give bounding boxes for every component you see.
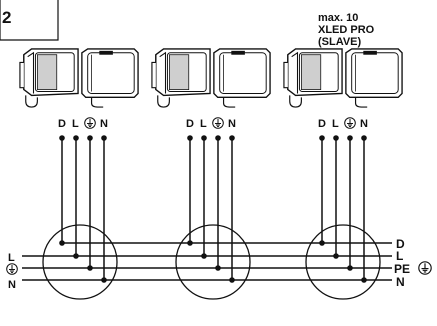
junction-box-3	[305, 224, 381, 300]
junction-box-1	[42, 224, 118, 300]
sensor-master-device	[19, 48, 79, 108]
terminal-label-l: L	[332, 118, 339, 130]
terminal-label-d: D	[58, 118, 66, 130]
earth-ground-icon	[418, 261, 432, 275]
sensor-master-device	[283, 48, 343, 108]
terminal-group-1	[61, 138, 105, 280]
terminal-label-n: N	[360, 118, 368, 130]
earth-ground-icon	[6, 263, 18, 275]
sensor-slave-device	[345, 48, 403, 108]
earth-ground-icon	[212, 117, 224, 129]
terminal-group-2	[189, 138, 233, 280]
figure-number: 2	[2, 8, 11, 27]
bus-label-pe: PE	[394, 262, 410, 276]
bus-label-d: D	[396, 237, 405, 251]
note-line3: (SLAVE)	[318, 36, 362, 48]
junction-boxes	[42, 224, 381, 300]
terminal-label-n: N	[100, 118, 108, 130]
left-label-n: N	[8, 279, 16, 291]
earth-ground-icon	[84, 117, 96, 129]
note-line2: XLED PRO	[318, 24, 375, 36]
left-label-l: L	[8, 252, 15, 264]
terminal-label-l: L	[72, 118, 79, 130]
junction-box-2	[175, 224, 251, 300]
bus-label-l: L	[396, 249, 403, 263]
terminal-label-d: D	[186, 118, 194, 130]
terminal-label-d: D	[318, 118, 326, 130]
note-line1: max. 10	[318, 12, 358, 24]
earth-ground-icon	[344, 117, 356, 129]
bus-label-n: N	[396, 275, 405, 289]
bus-lines	[22, 242, 392, 281]
sensor-master-device	[151, 48, 211, 108]
terminal-label-l: L	[200, 118, 207, 130]
terminal-group-3	[321, 138, 365, 280]
sensor-slave-device	[81, 48, 139, 108]
figure-number-box	[0, 0, 59, 41]
sensor-slave-device	[213, 48, 271, 108]
terminal-label-n: N	[228, 118, 236, 130]
